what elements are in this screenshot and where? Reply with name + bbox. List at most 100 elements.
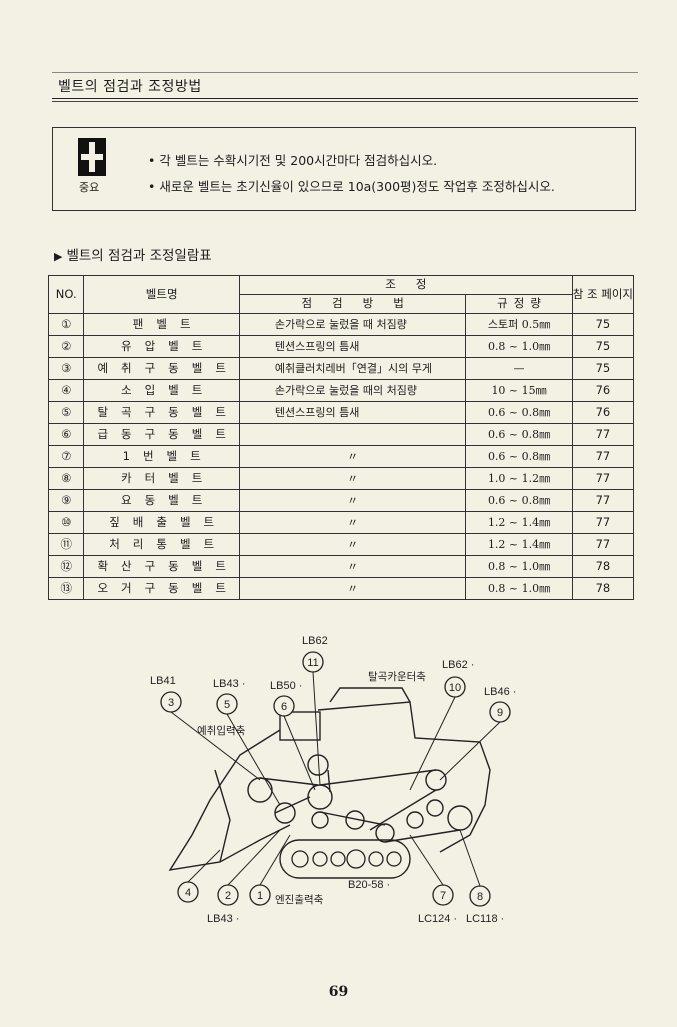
cell-method: 〃 xyxy=(238,533,467,556)
svg-text:2: 2 xyxy=(225,890,231,902)
callout-5: 5 xyxy=(216,693,238,715)
notice-line-2: • 새로운 벨트는 초기신율이 있으므로 10a(300평)정도 작업후 조정하… xyxy=(148,179,555,194)
cell-method: 손가락으로 눌렀을 때의 처짐량 xyxy=(238,379,467,402)
svg-text:7: 7 xyxy=(440,890,446,902)
callout-9: 9 xyxy=(489,701,511,723)
table-header-row-1: NO. 벨트명 조정 참 조 페이지 xyxy=(47,275,635,314)
cell-name: 확산구동벨트 xyxy=(83,555,240,578)
svg-text:11: 11 xyxy=(307,657,318,669)
callouts: 11 3 5 6 10 9 4 2 1 7 8 xyxy=(160,651,511,907)
cell-page: 77 xyxy=(571,511,635,534)
cell-method: 텐션스프링의 틈새 xyxy=(238,335,467,358)
cell-no: ⑧ xyxy=(47,467,85,490)
section-title: 벨트의 점검과 조정방법 xyxy=(58,79,202,95)
cell-name: 예취구동벨트 xyxy=(83,357,240,380)
table-header-row-2: 점검방법 규정량 xyxy=(49,294,634,314)
leader-lines xyxy=(170,671,501,887)
cell-name: 요동벨트 xyxy=(83,489,240,512)
important-cross-icon xyxy=(78,138,106,176)
cell-page: 76 xyxy=(571,401,635,424)
svg-text:5: 5 xyxy=(224,699,230,711)
track-wheels xyxy=(291,849,402,869)
page-number: 69 xyxy=(328,984,349,1000)
cell-name: 팬벨트 xyxy=(83,313,240,336)
label-lc124: LC124 · xyxy=(418,913,457,925)
callout-8: 8 xyxy=(469,885,491,907)
label-threshing-counter-shaft: 탈곡카운터축 xyxy=(368,670,426,683)
label-lb62-top: LB62 xyxy=(302,635,328,647)
cell-name: 오거구동벨트 xyxy=(83,577,240,600)
diagram-labels: LB62 LB62 · LB41 LB43 · LB50 · LB46 · 탈곡… xyxy=(150,635,516,925)
cell-no: ⑥ xyxy=(47,423,85,446)
label-lb41: LB41 xyxy=(150,675,176,687)
label-lc118: LC118 · xyxy=(466,913,504,925)
cell-no: ⑫ xyxy=(47,555,85,578)
label-reaping-input-shaft: 예취입력축 xyxy=(197,724,246,737)
label-lb62-right: LB62 · xyxy=(442,659,474,671)
cell-spec: 0.6 ~ 0.8㎜ xyxy=(465,445,573,468)
cell-no: ⑩ xyxy=(47,511,85,534)
cell-page: 75 xyxy=(571,357,635,380)
svg-text:10: 10 xyxy=(449,682,461,694)
svg-text:8: 8 xyxy=(477,891,483,903)
label-engine-output-shaft: 엔진출력축 xyxy=(275,894,324,906)
belt-layout-diagram: 11 3 5 6 10 9 4 2 1 7 8 LB62 LB62 · LB41… xyxy=(150,635,516,925)
important-notice-box: 중요 • 각 벨트는 수확시기전 및 200시간마다 점검하십시오. • 새로운… xyxy=(52,127,636,211)
callout-4: 4 xyxy=(177,881,199,903)
label-lb43-bottom: LB43 · xyxy=(207,913,239,925)
table-title-text: 벨트의 점검과 조정일람표 xyxy=(66,248,212,264)
cell-method xyxy=(238,423,467,446)
callout-7: 7 xyxy=(432,884,454,906)
cell-page: 77 xyxy=(571,489,635,512)
header-rule xyxy=(52,98,638,99)
cell-no: ② xyxy=(47,335,85,358)
cell-page: 78 xyxy=(571,577,635,600)
cell-method: 〃 xyxy=(238,445,467,468)
svg-text:1: 1 xyxy=(257,890,263,902)
header-method: 점검방법 xyxy=(238,294,467,314)
cell-spec: 1.2 ~ 1.4㎜ xyxy=(465,533,573,556)
cell-method: 〃 xyxy=(238,511,467,534)
cell-spec: 0.8 ~ 1.0㎜ xyxy=(465,335,573,358)
header-spec: 규정량 xyxy=(465,294,573,314)
cell-spec: 스토퍼 0.5㎜ xyxy=(465,313,573,336)
header-rule-double xyxy=(52,101,638,102)
cell-name: 유압벨트 xyxy=(83,335,240,358)
notice-line-1: • 각 벨트는 수확시기전 및 200시간마다 점검하십시오. xyxy=(148,153,438,168)
triangle-bullet-icon: ▶ xyxy=(54,250,63,263)
svg-text:4: 4 xyxy=(185,887,191,899)
header-rule-top xyxy=(52,72,638,73)
cell-no: ① xyxy=(47,313,85,336)
cell-page: 76 xyxy=(571,379,635,402)
important-label: 중요 xyxy=(79,181,100,194)
cell-no: ⑤ xyxy=(47,401,85,424)
cell-method: 예취클러치레버「연결」시의 무게 xyxy=(238,357,467,380)
cell-page: 77 xyxy=(571,467,635,490)
cell-spec: 1.0 ~ 1.2㎜ xyxy=(465,467,573,490)
cell-page: 77 xyxy=(571,533,635,556)
callout-2: 2 xyxy=(217,884,239,906)
cell-spec: 0.6 ~ 0.8㎜ xyxy=(465,423,573,446)
callout-6: 6 xyxy=(273,695,295,717)
cell-no: ⑨ xyxy=(47,489,85,512)
header-adjust: 조정 xyxy=(238,275,573,295)
cell-name: 소입벨트 xyxy=(83,379,240,402)
cell-name: 1번벨트 xyxy=(83,445,240,468)
callout-1: 1 xyxy=(249,884,271,906)
svg-text:6: 6 xyxy=(281,701,287,713)
cell-method: 〃 xyxy=(238,577,467,600)
cell-name: 급동구동벨트 xyxy=(83,423,240,446)
label-lb46: LB46 · xyxy=(484,686,516,698)
cell-name: 처리통벨트 xyxy=(83,533,240,556)
cell-page: 77 xyxy=(571,445,635,468)
callout-10: 10 xyxy=(444,676,466,698)
cell-page: 75 xyxy=(571,313,635,336)
